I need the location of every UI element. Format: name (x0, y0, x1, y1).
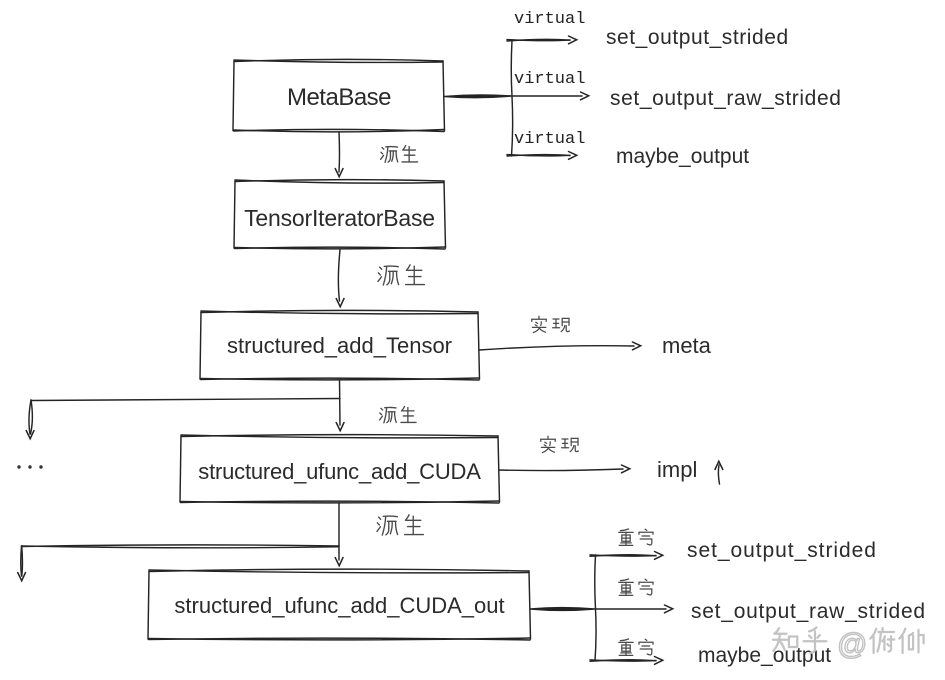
svg-text:virtual: virtual (514, 10, 585, 29)
svg-text:maybe_output: maybe_output (616, 145, 749, 168)
svg-text:structured_add_Tensor: structured_add_Tensor (227, 333, 452, 358)
svg-text:virtual: virtual (514, 70, 585, 89)
svg-text:meta: meta (662, 333, 712, 358)
svg-text:set_output_raw_strided: set_output_raw_strided (610, 87, 842, 110)
svg-text:impl: impl (657, 457, 697, 482)
svg-text:@: @ (837, 628, 867, 661)
svg-text:structured_ufunc_add_CUDA_out: structured_ufunc_add_CUDA_out (174, 593, 504, 618)
svg-text:maybe_output: maybe_output (698, 644, 831, 667)
svg-text:set_output_strided: set_output_strided (606, 26, 789, 49)
svg-text:virtual: virtual (514, 130, 585, 149)
svg-text:MetaBase: MetaBase (287, 84, 391, 111)
svg-text:set_output_strided: set_output_strided (687, 539, 877, 562)
svg-text:set_output_raw_strided: set_output_raw_strided (691, 600, 926, 623)
svg-text:structured_ufunc_add_CUDA: structured_ufunc_add_CUDA (198, 459, 481, 484)
svg-text:TensorIteratorBase: TensorIteratorBase (244, 205, 435, 231)
